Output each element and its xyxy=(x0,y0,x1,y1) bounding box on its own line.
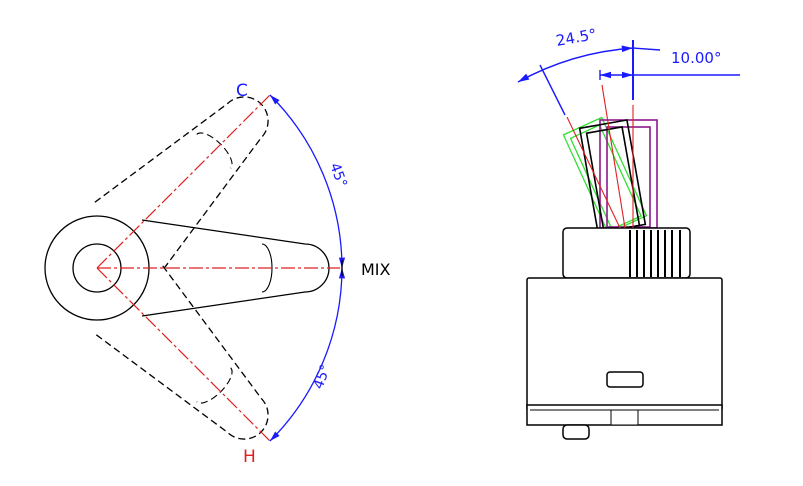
angle-outer-label: 24.5° xyxy=(555,25,598,50)
angle-inner-label: 10.00° xyxy=(671,49,721,67)
label-cold: C xyxy=(236,81,248,101)
cartridge-side-view xyxy=(526,116,723,440)
base-knob xyxy=(562,424,590,440)
stem-ribs xyxy=(629,230,681,277)
angle-dimension xyxy=(269,94,346,442)
axis-centerlines xyxy=(566,84,634,229)
label-hot: H xyxy=(243,447,256,467)
tilt-dimension xyxy=(517,40,740,116)
angle-lower-label: 45° xyxy=(311,363,335,392)
angle-upper-label: 45° xyxy=(326,161,350,190)
handle-purple-position xyxy=(599,119,658,229)
handle-black-position xyxy=(578,119,647,234)
lever-top-view xyxy=(44,69,340,467)
cartridge-body xyxy=(526,277,723,412)
base-tab xyxy=(610,409,639,426)
centerlines xyxy=(96,94,340,442)
handle-green-position xyxy=(562,116,648,235)
label-mix: MIX xyxy=(361,260,391,279)
body-slot xyxy=(606,371,644,388)
stem-housing xyxy=(562,227,691,279)
